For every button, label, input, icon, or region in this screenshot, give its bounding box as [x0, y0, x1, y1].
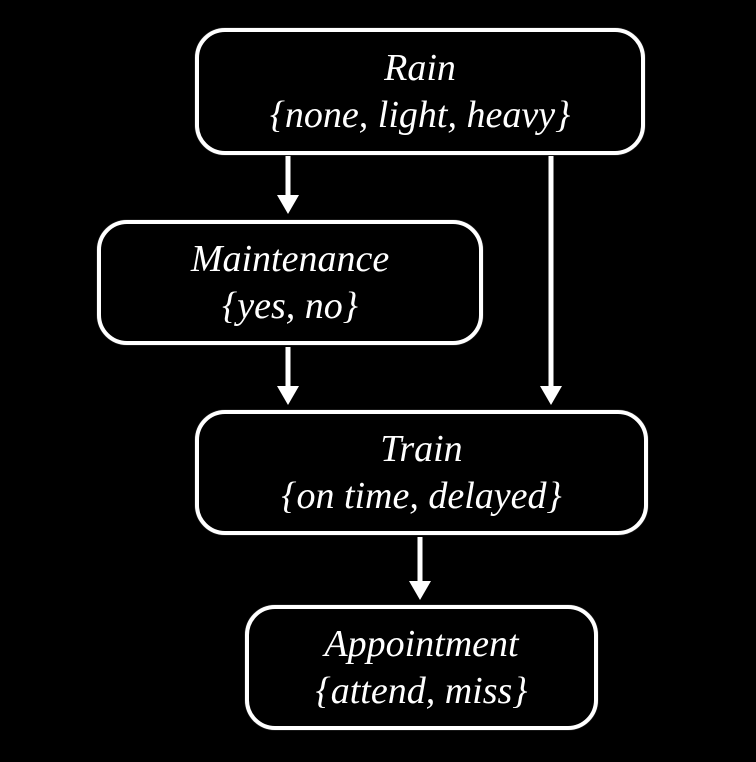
node-train-domain: {on time, delayed} [281, 474, 562, 517]
arrowhead-icon [277, 386, 299, 405]
arrowhead-icon [540, 386, 562, 405]
arrowhead-icon [277, 195, 299, 214]
node-appointment-title: Appointment [324, 623, 519, 666]
arrowhead-icon [409, 581, 431, 600]
edge-rain-to-train [540, 156, 562, 405]
node-train: Train {on time, delayed} [195, 410, 648, 535]
node-maintenance: Maintenance {yes, no} [97, 220, 483, 345]
edge-rain-to-maintenance [277, 156, 299, 214]
node-rain-title: Rain [384, 47, 456, 90]
node-maintenance-domain: {yes, no} [222, 284, 358, 327]
edge-train-to-appointment [409, 537, 431, 600]
node-rain-domain: {none, light, heavy} [269, 93, 571, 136]
node-appointment: Appointment {attend, miss} [245, 605, 598, 730]
node-train-title: Train [380, 428, 463, 471]
node-rain: Rain {none, light, heavy} [195, 28, 645, 155]
node-maintenance-title: Maintenance [190, 238, 390, 281]
edge-maintenance-to-train [277, 347, 299, 405]
node-appointment-domain: {attend, miss} [315, 669, 528, 712]
